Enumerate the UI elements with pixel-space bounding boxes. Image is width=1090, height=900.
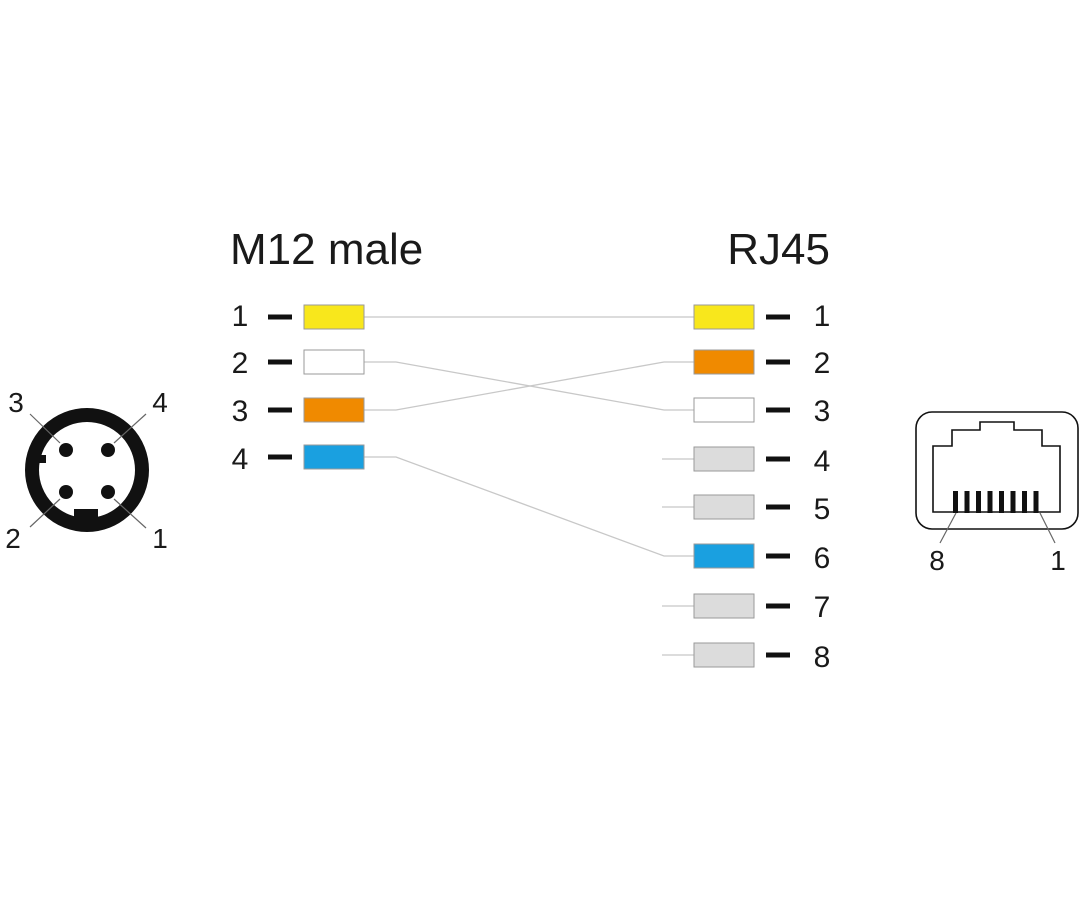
rj45-pin-number: 1 [814,300,831,333]
rj45-pin-tick [766,504,790,510]
rj45-pin-tick [766,407,790,413]
m12-wire-block-2 [303,349,365,375]
m12-leader-1 [113,498,147,529]
m12-pin-row-2: 2 [232,347,249,380]
rj45-contact [953,491,958,513]
rj45-wire-block-2 [693,349,755,375]
wire-m12-3-to-rj45-2 [364,361,694,411]
wires-layer [364,316,694,557]
m12-face-label-1: 1 [152,523,168,554]
m12-pin-tick [268,359,292,365]
m12-leader-2 [29,498,61,528]
rj45-pin-number: 8 [814,641,831,674]
rj45-wire-block-6 [693,543,755,569]
rj45-pin-number: 5 [814,493,831,526]
m12-pin-tick [268,314,292,320]
m12-wire-block-4 [303,444,365,470]
rj45-pin-tick [766,314,790,320]
rj45-socket-outline [932,421,1061,513]
m12-face-label-2: 2 [5,523,21,554]
m12-connector-face: 1 2 3 4 [5,387,168,554]
rj45-leader-1 [1039,512,1056,544]
rj45-contact [976,491,981,513]
rj45-pin-tick [766,359,790,365]
m12-pin-tick [268,454,292,460]
color-blocks-layer [268,304,790,668]
rj45-pin-number: 7 [814,591,831,624]
m12-pin-number: 2 [232,347,249,380]
m12-pin-tick [268,407,292,413]
m12-ring [25,408,149,532]
rj45-contact [1022,491,1027,513]
m12-pin-number: 4 [232,443,249,476]
rj45-contact [1033,491,1039,513]
rj45-connector-face: 8 1 [915,411,1079,576]
m12-contact-1 [101,485,115,499]
m12-pin-number: 3 [232,395,249,428]
m12-side-notch [32,455,46,463]
rj45-wire-block-8 [693,642,755,668]
m12-leader-3 [29,413,61,444]
rj45-face-label-1: 1 [1050,545,1066,576]
rj45-wire-block-3 [693,397,755,423]
m12-leader-4 [113,413,147,444]
m12-contact-3 [59,443,73,457]
m12-pin-rows: 1 2 3 4 [232,300,249,476]
rj45-pin-tick [766,603,790,609]
rj45-pin-rows: 1 2 3 4 5 6 7 8 [814,300,831,674]
m12-pin-number: 1 [232,300,249,333]
rj45-wire-block-7 [693,593,755,619]
rj45-pin-number: 3 [814,395,831,428]
rj45-contact [999,491,1004,513]
rj45-contacts [953,491,1039,513]
rj45-wire-block-4 [693,446,755,472]
m12-pin-row-4: 4 [232,443,249,476]
rj45-pin-number: 6 [814,542,831,575]
rj45-pin-tick [766,553,790,559]
m12-key-notch [74,509,98,523]
rj45-pin-number: 2 [814,347,831,380]
rj45-pin-number: 4 [814,445,831,478]
rj45-contact [1010,491,1016,513]
rj45-leader-8 [939,512,957,544]
rj45-pin-tick [766,652,790,658]
rj45-title: RJ45 [727,225,830,274]
rj45-wire-block-5 [693,494,755,520]
m12-wire-block-3 [303,397,365,423]
m12-contact-4 [101,443,115,457]
rj45-contact [987,491,993,513]
m12-pin-row-3: 3 [232,395,249,428]
rj45-wire-block-1 [693,304,755,330]
m12-title: M12 male [230,225,423,274]
rj45-face-label-8: 8 [929,545,945,576]
wire-m12-4-to-rj45-6 [364,456,694,557]
m12-wire-block-1 [303,304,365,330]
m12-face-label-3: 3 [8,387,24,418]
rj45-pin-tick [766,456,790,462]
m12-face-label-4: 4 [152,387,168,418]
m12-pin-row-1: 1 [232,300,249,333]
m12-contact-2 [59,485,73,499]
rj45-contact [964,491,970,513]
